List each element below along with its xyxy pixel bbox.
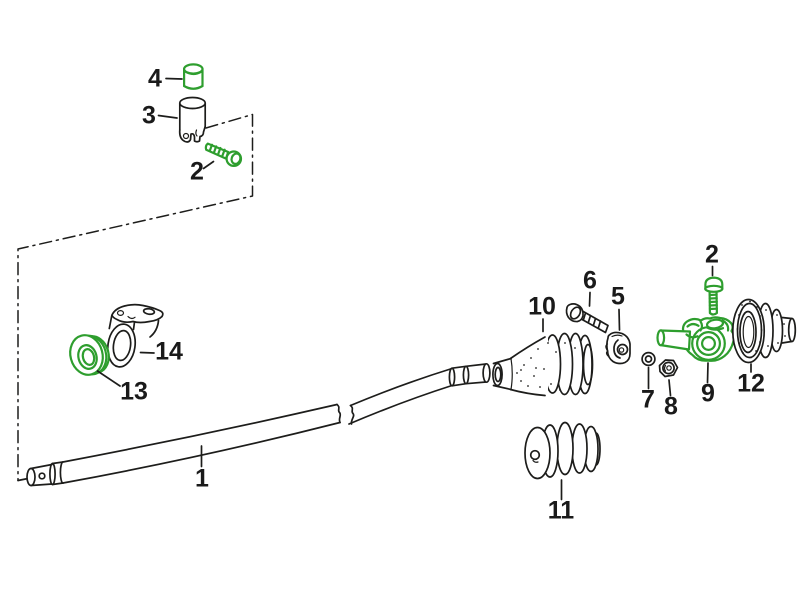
part-3-sleeve-drawing [178,96,207,143]
callout-5: 5 [611,282,625,311]
callout-13: 13 [120,377,148,406]
part-11-bellows-drawing [524,421,601,480]
callout-7: 7 [641,385,655,414]
ring-stipple-dots [736,300,786,359]
part-14-bracket-drawing [106,303,164,368]
callout-4: 4 [148,64,162,93]
part-2-screw-right-drawing [704,276,724,316]
callout-11: 11 [547,496,575,525]
part-7-washer-drawing [641,351,656,367]
callout-1: 1 [195,464,209,493]
leader-lines [96,77,752,501]
part-4-bushing-drawing [183,63,204,90]
callout-6: 6 [583,266,597,295]
part-12-boot-ring-drawing [731,298,797,364]
callout-2-top: 2 [190,157,204,186]
part-8-nut-drawing [658,359,679,378]
phantom-outline [17,113,254,482]
boot-stipple-dots [516,342,585,391]
callout-8: 8 [664,392,678,421]
callout-3: 3 [142,101,156,130]
part-5-clamp-drawing [605,331,631,365]
part-13-bushing-drawing [69,334,110,376]
part-9-coupling-drawing [656,316,736,362]
part-1-shaft-drawing [26,362,491,487]
callout-14: 14 [155,337,183,366]
callout-10: 10 [528,292,556,321]
part-6-bolt-drawing [565,302,609,334]
part-10-boot-drawing [492,332,594,397]
callout-9: 9 [701,379,715,408]
part-2-screw-top-drawing [204,142,243,167]
callout-12: 12 [737,369,765,398]
callout-2-right: 2 [705,240,719,269]
